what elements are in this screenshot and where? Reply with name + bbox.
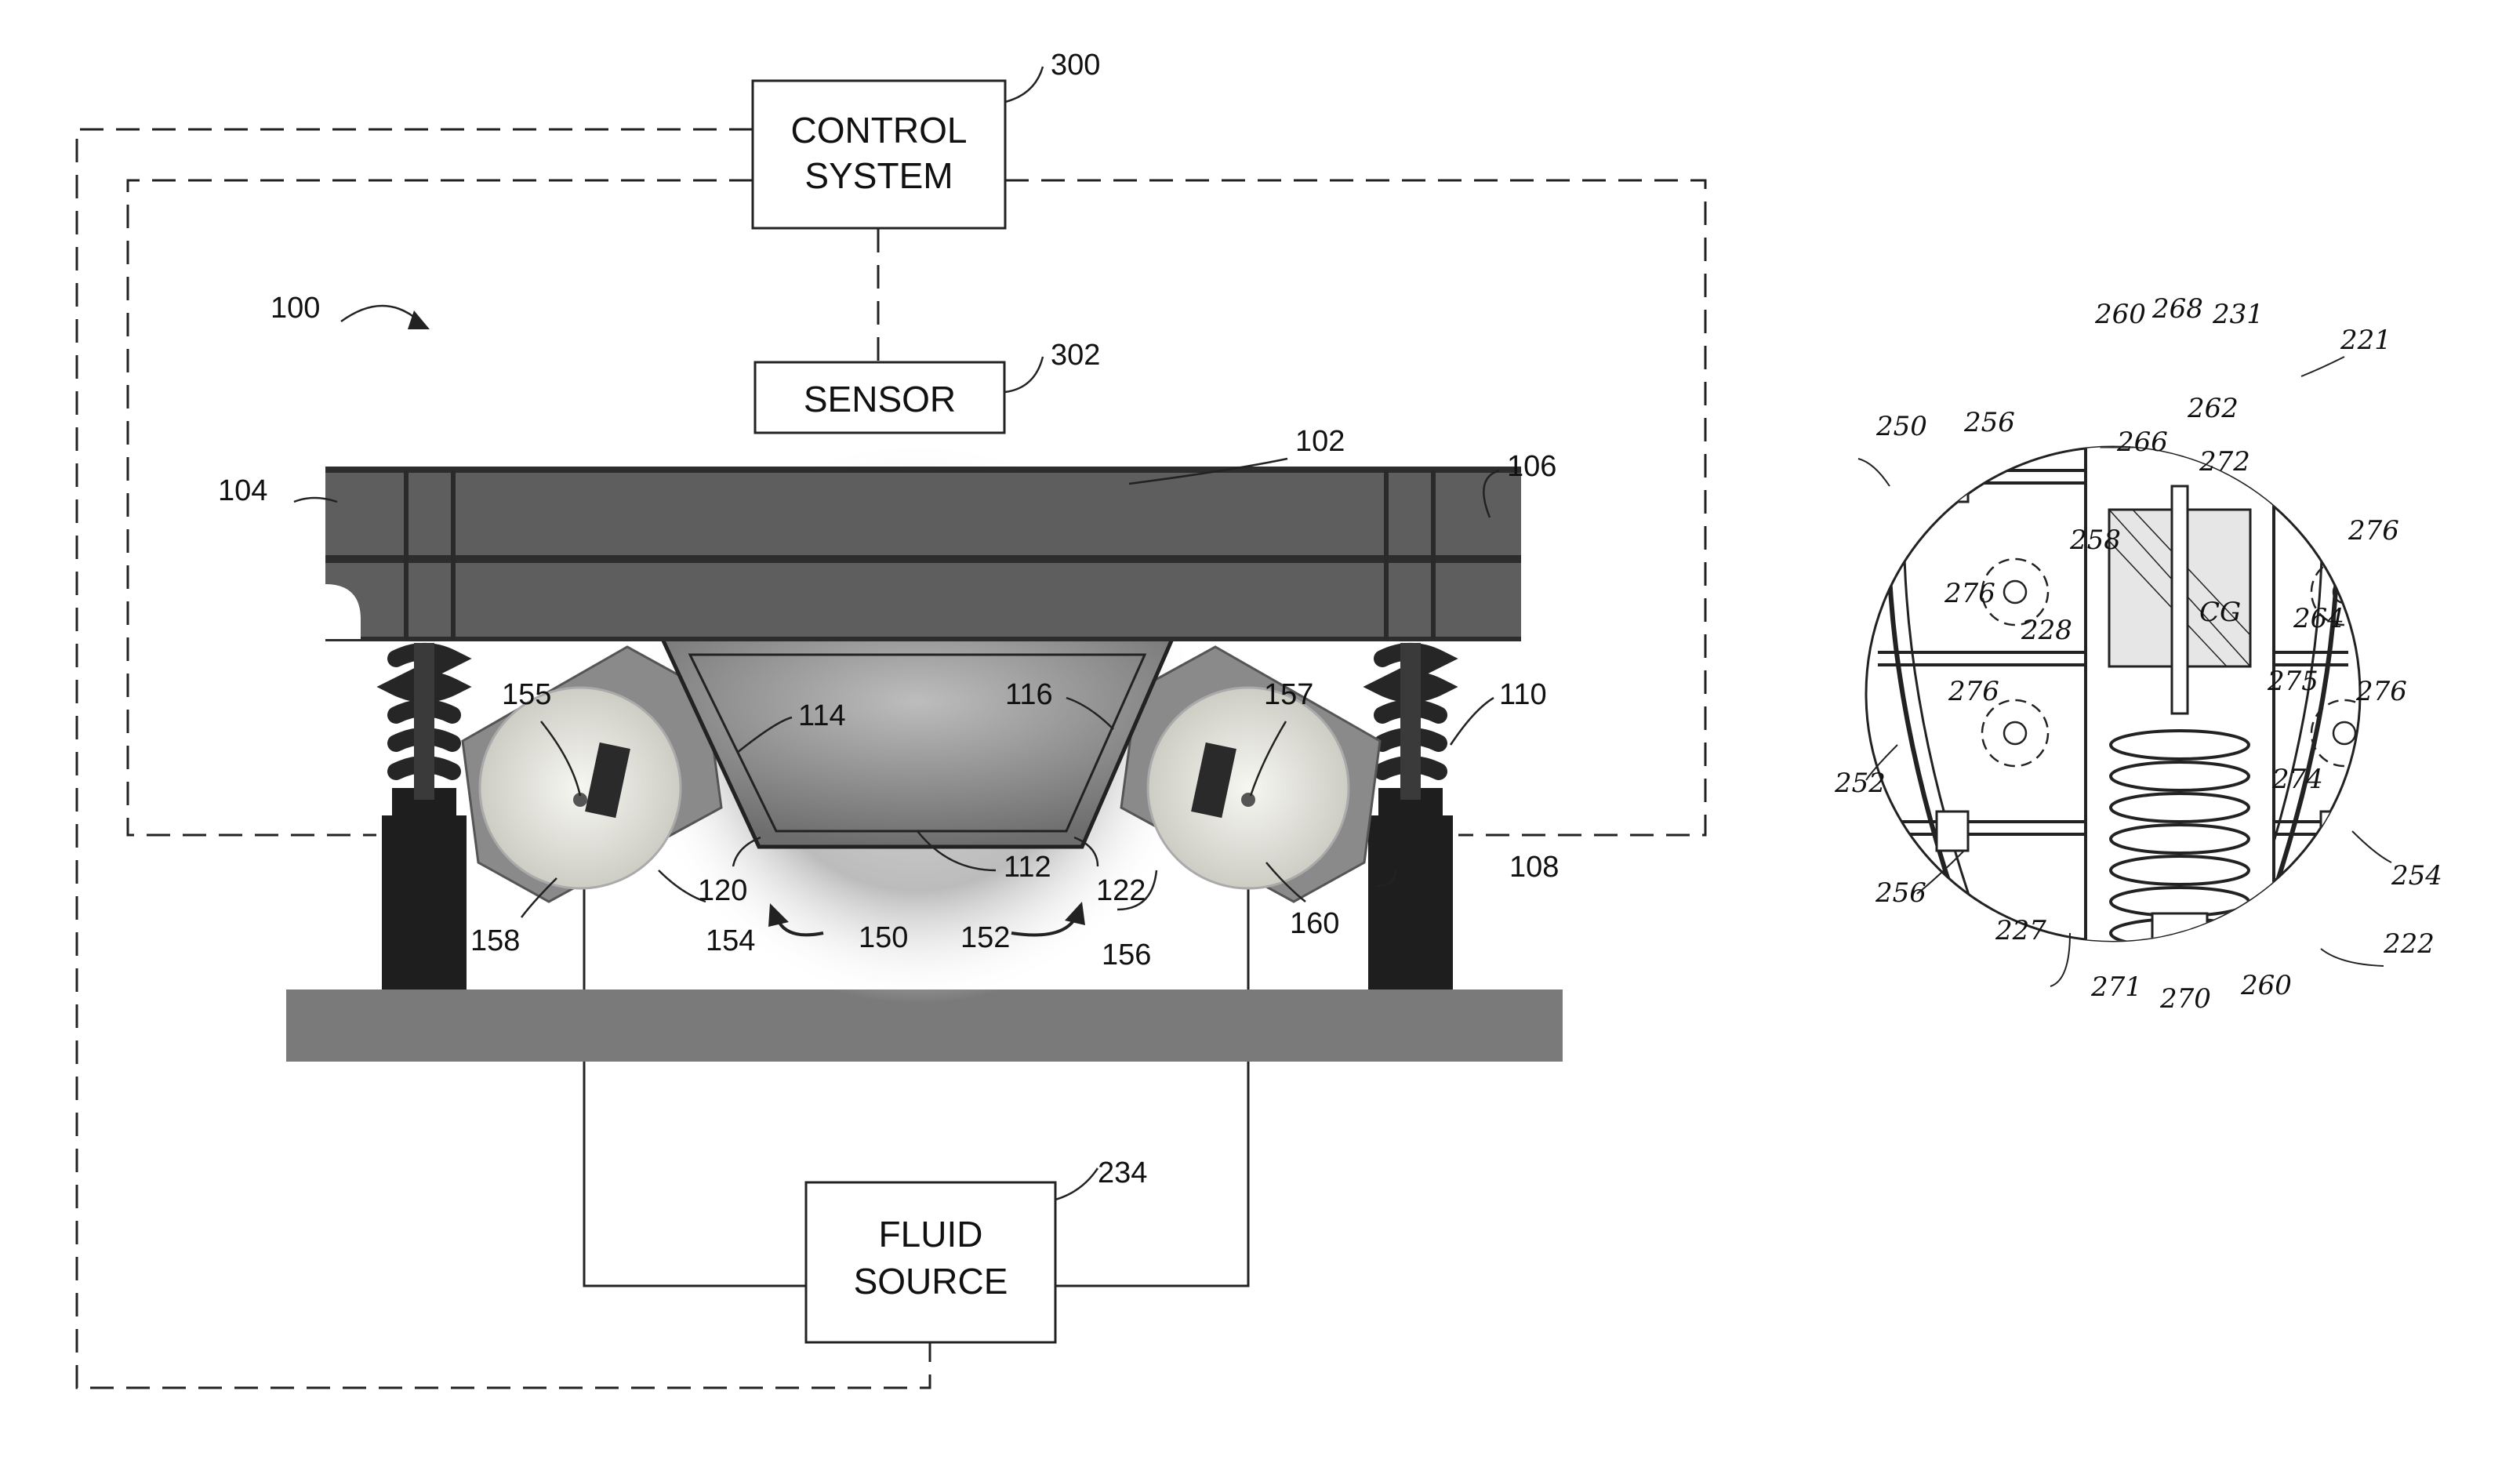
ref-157: 157 xyxy=(1264,678,1313,711)
detail-ref-275: 275 xyxy=(2267,666,2318,697)
detail-ref-260-top: 260 xyxy=(2094,299,2146,330)
detail-ref-228: 228 xyxy=(2021,615,2072,646)
control-system-box: CONTROL SYSTEM xyxy=(753,81,1005,228)
ref-152: 152 xyxy=(960,921,1010,954)
detail-ref-276-ul: 276 xyxy=(1944,578,1995,609)
detail-ref-258: 258 xyxy=(2069,525,2121,556)
ref-102: 102 xyxy=(1295,425,1345,458)
ref-100: 100 xyxy=(271,292,320,325)
ref-150: 150 xyxy=(859,921,908,954)
detail-ref-250: 250 xyxy=(1875,411,1927,442)
detail-ref-252: 252 xyxy=(1834,768,1886,799)
detail-ref-222: 222 xyxy=(2383,928,2435,960)
detail-ref-274: 274 xyxy=(2271,764,2323,795)
main-figure: CONTROL SYSTEM SENSOR FLUID SOURCE xyxy=(77,49,1705,1388)
detail-ref-256-bottom: 256 xyxy=(1875,877,1926,909)
ref-158: 158 xyxy=(470,924,520,957)
ref-302: 302 xyxy=(1051,339,1100,372)
detail-ref-268: 268 xyxy=(2151,293,2203,325)
detail-ref-227: 227 xyxy=(1995,915,2046,946)
detail-ref-cg: CG xyxy=(2199,597,2241,628)
ref-155: 155 xyxy=(502,678,551,711)
detail-ref-276-ur: 276 xyxy=(2348,515,2399,546)
sensor-label: SENSOR xyxy=(804,379,956,419)
ref-108: 108 xyxy=(1509,851,1559,884)
detail-ref-272: 272 xyxy=(2199,446,2250,478)
fluid-source-box: FLUID SOURCE xyxy=(806,1182,1055,1342)
ref-156: 156 xyxy=(1102,939,1151,971)
detail-ref-262: 262 xyxy=(2187,393,2239,424)
control-system-label-2: SYSTEM xyxy=(804,155,953,196)
ref-300: 300 xyxy=(1051,49,1100,82)
ref-234: 234 xyxy=(1098,1157,1147,1189)
detail-ref-266: 266 xyxy=(2116,427,2168,458)
detail-ref-231: 231 xyxy=(2212,299,2264,330)
detail-ref-256-top: 256 xyxy=(1963,407,2015,438)
detail-ref-264: 264 xyxy=(2293,603,2344,634)
detail-ref-254: 254 xyxy=(2391,860,2442,891)
ref-160: 160 xyxy=(1290,907,1339,940)
detail-ref-270: 270 xyxy=(2159,983,2211,1015)
ref-122: 122 xyxy=(1096,874,1146,907)
ref-154: 154 xyxy=(706,924,755,957)
ref-106: 106 xyxy=(1507,450,1556,483)
detail-ref-276-ll: 276 xyxy=(1948,676,1999,707)
ref-110: 110 xyxy=(1499,678,1547,711)
ref-114: 114 xyxy=(798,699,846,732)
detail-ref-260-bottom: 260 xyxy=(2240,970,2292,1001)
ref-112: 112 xyxy=(1004,851,1051,884)
sensor-box: SENSOR xyxy=(755,362,1004,433)
ref-116: 116 xyxy=(1005,678,1053,711)
ref-104: 104 xyxy=(218,474,267,507)
deck-102 xyxy=(325,467,1521,641)
detail-ref-271: 271 xyxy=(2090,971,2142,1003)
detail-ref-221: 221 xyxy=(2340,325,2391,356)
fluid-source-label-1: FLUID xyxy=(879,1214,983,1255)
fluid-source-label-2: SOURCE xyxy=(854,1261,1008,1302)
detail-ref-276-lr: 276 xyxy=(2355,676,2407,707)
control-system-label-1: CONTROL xyxy=(791,110,968,151)
ref-120: 120 xyxy=(698,874,747,907)
